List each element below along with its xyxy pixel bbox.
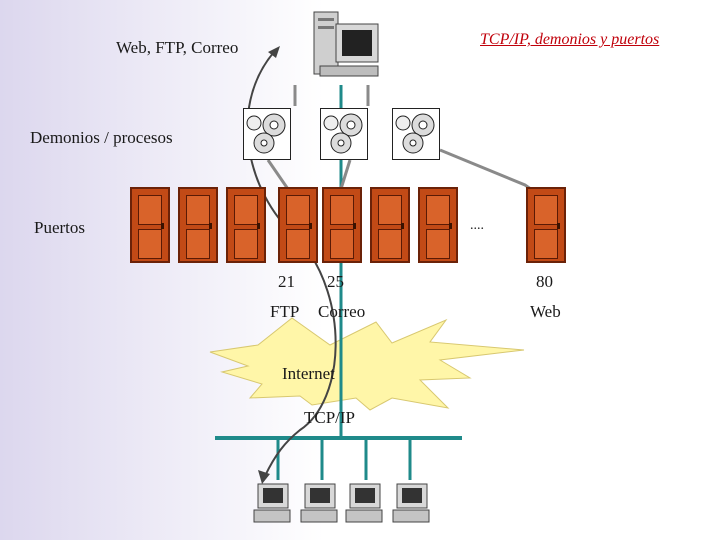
daemons-label: Demonios / procesos bbox=[30, 128, 173, 147]
server-computer bbox=[313, 11, 379, 77]
port-door-icon bbox=[418, 187, 458, 263]
client-computers bbox=[253, 483, 430, 523]
services-label: Web, FTP, Correo bbox=[116, 38, 239, 57]
port-door-icon bbox=[370, 187, 410, 263]
daemon-gears-icon bbox=[243, 108, 291, 160]
connector-ftp-port bbox=[266, 159, 292, 193]
port-door-icon bbox=[178, 187, 218, 263]
client-computer-3 bbox=[345, 483, 383, 523]
connector-web-port bbox=[439, 148, 536, 194]
web-label: Web bbox=[530, 302, 561, 321]
port-door-21-icon bbox=[278, 187, 318, 263]
port-door-25-icon bbox=[322, 187, 362, 263]
client-computer-2 bbox=[300, 483, 338, 523]
daemon-gears-icon bbox=[392, 108, 440, 160]
client-computer-1 bbox=[253, 483, 291, 523]
daemon-gears-icon bbox=[320, 108, 368, 160]
connector-mail-port bbox=[338, 159, 352, 193]
client-computer-4 bbox=[392, 483, 430, 523]
port-door-icon bbox=[226, 187, 266, 263]
request-arrow-head-bottom bbox=[258, 470, 270, 484]
request-arrow-head-top bbox=[268, 46, 280, 58]
internet-label: Internet bbox=[282, 364, 335, 383]
more-ports-ellipsis: .... bbox=[470, 218, 484, 233]
tcp-daemons-title: TCP/IP, demonios y puertos bbox=[480, 31, 660, 48]
tcpip-label: TCP/IP bbox=[304, 408, 356, 427]
port-80-label: 80 bbox=[536, 272, 553, 291]
port-door-80-icon bbox=[526, 187, 566, 263]
ftp-label: FTP bbox=[270, 302, 300, 321]
port-25-label: 25 bbox=[327, 272, 344, 291]
internet-cloud bbox=[209, 317, 525, 411]
ports-label: Puertos bbox=[34, 218, 85, 237]
port-21-label: 21 bbox=[278, 272, 295, 291]
correo-label: Correo bbox=[318, 302, 366, 321]
port-door-icon bbox=[130, 187, 170, 263]
